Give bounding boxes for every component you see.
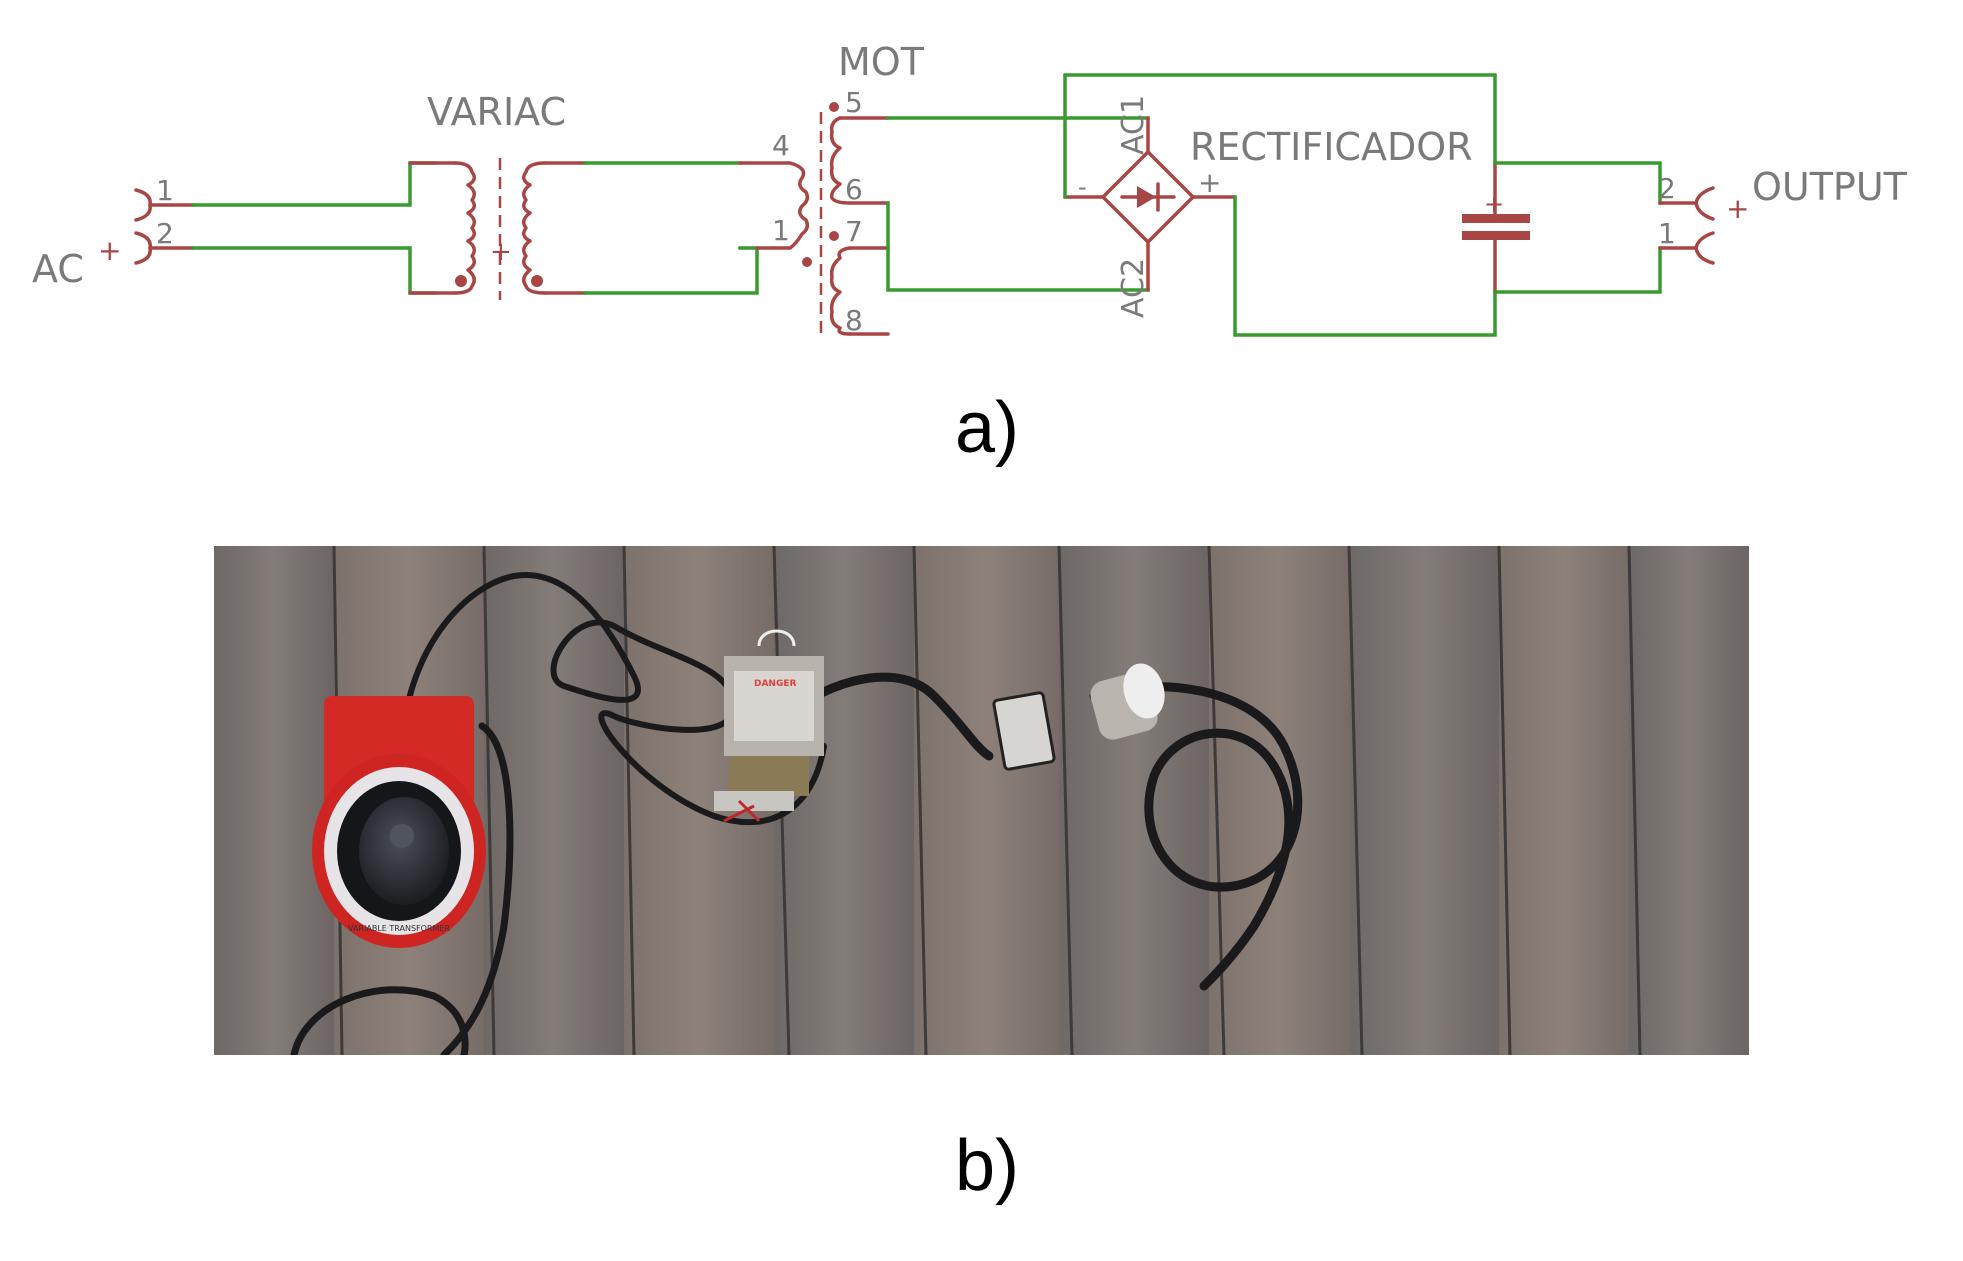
wire-cap-output-bottom — [1493, 246, 1662, 294]
panel-b-caption: b) — [955, 1126, 1020, 1206]
wire-variac-mot-bottom — [583, 246, 759, 295]
mot-transformer-symbol: MOT 4 1 5 6 7 8 — [738, 40, 925, 338]
mot-pin-1-label: 1 — [772, 214, 790, 247]
output-connector: 2 1 + OUTPUT — [1658, 165, 1908, 265]
output-cable-coil — [1089, 682, 1303, 991]
mot-pin-4-label: 4 — [772, 129, 790, 162]
wire-ac2-variac — [191, 246, 437, 295]
output-polarity-label: + — [1726, 192, 1749, 225]
ac-label: AC — [32, 247, 84, 291]
wire-mot6-7-ac2 — [886, 201, 1150, 292]
output-label: OUTPUT — [1752, 165, 1908, 209]
wire-bridge-plus-bottom — [1233, 195, 1497, 337]
mot-secondary-lower-coil-icon — [829, 246, 852, 336]
mot-pin-7-label: 7 — [845, 215, 863, 248]
variac-input-cord — [401, 572, 827, 826]
mot-primary-coil-icon — [788, 161, 810, 250]
diode-icon — [1120, 182, 1176, 212]
output-pin-1-label: 1 — [1658, 217, 1676, 250]
variac-knob[interactable] — [359, 797, 449, 905]
ac-pin-2-label: 2 — [156, 217, 174, 250]
mot-pin-6-label: 6 — [845, 173, 863, 206]
wire-bridge-minus-top — [1063, 73, 1497, 199]
ac-input-connector: 1 2 + AC — [32, 174, 195, 291]
output-pin-2-socket-icon — [1694, 186, 1715, 221]
mot-pin-5-label: 5 — [845, 86, 863, 119]
capacitor-polarity-label: + — [1484, 190, 1504, 218]
ac-pin-2-socket-icon — [134, 231, 152, 265]
variac-symbol: VARIAC + — [408, 90, 587, 300]
bridge-diamond — [1101, 150, 1195, 244]
mot-device: DANGER — [714, 629, 824, 823]
variac-marker: + — [490, 237, 512, 267]
output-pin-2-label: 2 — [1658, 172, 1676, 205]
variac-ring-text: VARIABLE TRANSFORMER — [348, 924, 450, 933]
mot-danger-label: DANGER — [754, 679, 797, 689]
rectifier-device — [992, 691, 1056, 771]
capacitor-device — [1090, 663, 1165, 740]
power-cord-coil — [290, 986, 469, 1055]
mot-pin-8-label: 8 — [845, 304, 863, 337]
variac-secondary-coil-icon — [522, 161, 547, 295]
panel-a-caption: a) — [955, 388, 1020, 468]
variac-device: VARIABLE TRANSFORMER — [312, 696, 486, 948]
variac-output-cord — [440, 722, 514, 1055]
output-pin-1-socket-icon — [1694, 231, 1715, 265]
bridge-ac2-label: AC2 — [1116, 258, 1151, 318]
wire-cap-output-top — [1493, 161, 1662, 205]
setup-photo: VARIABLE TRANSFORMER DANGER — [214, 546, 1749, 1055]
ac-pin-1-label: 1 — [156, 174, 174, 207]
ac-polarity-label: + — [98, 234, 121, 267]
variac-label: VARIAC — [427, 90, 566, 134]
bridge-ac1-label: AC1 — [1116, 95, 1151, 155]
variac-primary-coil-icon — [453, 161, 476, 295]
mot-label: MOT — [838, 40, 925, 84]
circuit-schematic: 1 2 + AC VARIAC + MOT 4 1 5 — [32, 40, 1908, 338]
wire-ac1-variac — [191, 161, 437, 207]
rectifier-bridge-symbol: - + AC1 AC2 RECTIFICADOR — [1063, 95, 1473, 318]
ac-pin-1-socket-icon — [134, 188, 152, 222]
bridge-minus-label: - — [1078, 173, 1087, 201]
rectifier-label: RECTIFICADOR — [1190, 125, 1473, 169]
capacitor-symbol: + — [1462, 161, 1530, 294]
bridge-plus-label: + — [1198, 166, 1221, 199]
mot-secondary-upper-coil-icon — [829, 116, 852, 205]
